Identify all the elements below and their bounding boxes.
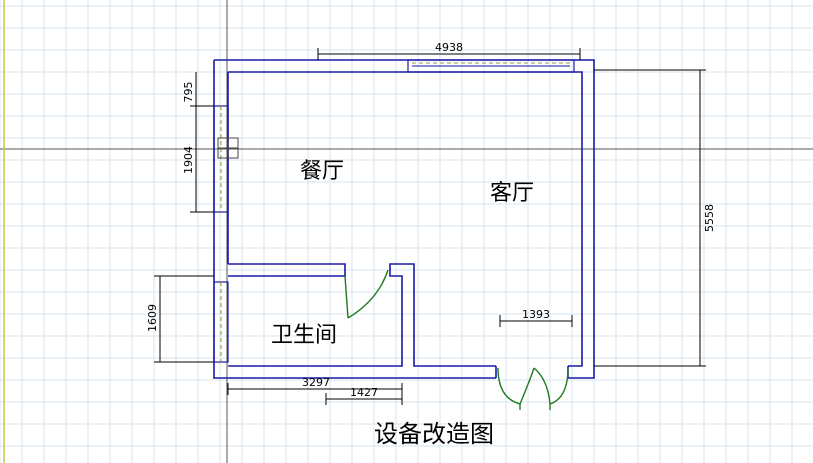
dimension-lines	[154, 48, 706, 405]
dim-left-window: 1904	[182, 146, 195, 174]
dim-left-lower: 1609	[146, 304, 159, 332]
room-label-dining: 餐厅	[300, 159, 344, 184]
dim-bottom-left: 3297	[302, 376, 330, 389]
entrance-door	[497, 367, 569, 410]
dim-left-upper: 795	[182, 82, 195, 103]
left-window-lower	[213, 281, 229, 363]
plan-title: 设备改造图	[374, 420, 494, 448]
dim-top-width: 4938	[435, 41, 463, 54]
room-label-bathroom: 卫生间	[271, 323, 337, 348]
dim-bottom-mid: 1427	[350, 386, 378, 399]
dim-door-width: 1393	[522, 308, 550, 321]
left-window-upper	[213, 105, 239, 213]
dim-right-height: 5558	[703, 204, 716, 232]
room-label-living: 客厅	[490, 181, 534, 206]
bathroom-door	[344, 269, 389, 319]
